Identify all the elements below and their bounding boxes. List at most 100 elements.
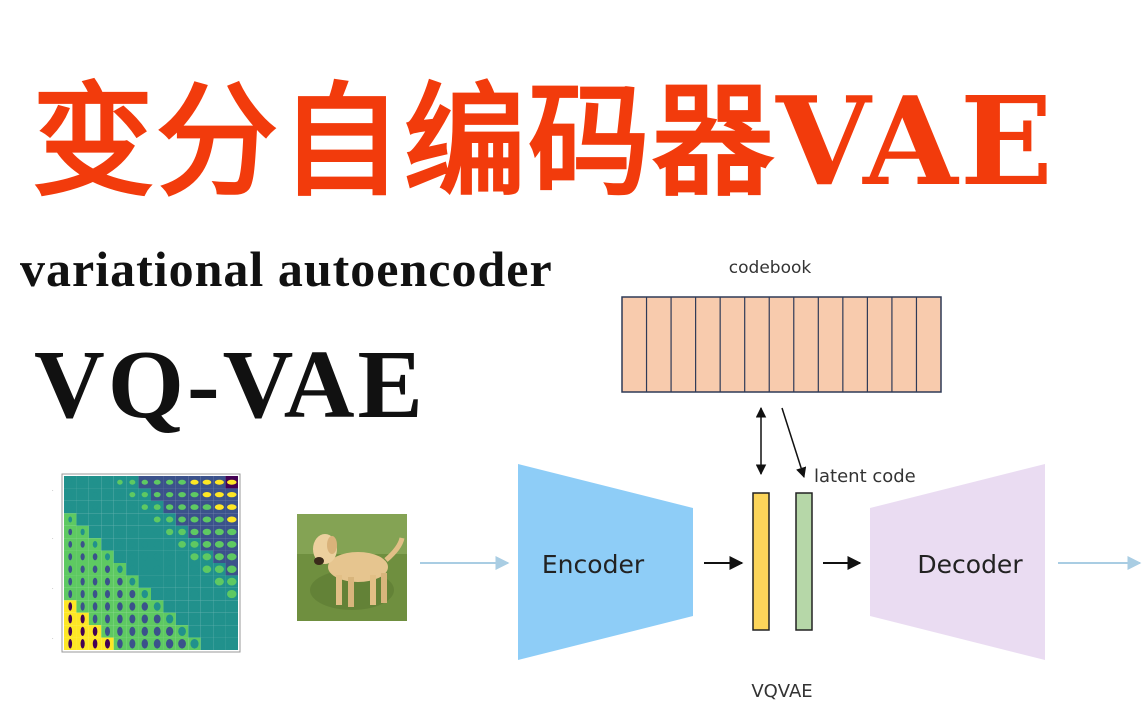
grid-cell-digit [68,565,73,573]
grid-cell-digit [129,479,136,485]
grid-cell-digit [92,602,98,611]
grid-cell-digit [141,602,148,611]
grid-cell-digit [68,577,73,586]
grid-cell-digit [190,540,199,548]
grid-cell-digit [153,553,161,561]
grid-cell-digit [227,577,237,586]
grid-cell-digit [166,589,174,599]
grid-cell-digit [92,626,98,636]
grid-cell-digit [178,516,186,523]
grid-cell-digit [68,528,73,536]
grid-cell-digit [227,540,237,548]
grid-cell-digit [153,565,161,573]
grid-cell-digit [190,479,199,485]
grid-cell-digit [104,491,111,498]
grid-cell-digit [166,626,174,636]
grid-cell-digit [153,540,161,548]
grid-cell-digit [166,491,174,498]
grid-cell-digit [80,565,85,573]
grid-cell-digit [178,565,186,573]
grid-tick: · [52,586,54,592]
grid-cell-digit [166,614,174,624]
grid-tick: · [52,636,54,642]
grid-cell-digit [92,577,98,586]
grid-cell-digit [214,516,224,523]
grid-cell-digit [214,479,224,485]
grid-cell-digit [68,491,73,498]
grid-cell-digit [227,638,237,649]
grid-cell-digit [178,504,186,510]
grid-cell-digit [68,626,73,636]
grid-cell-digit [92,491,98,498]
grid-cell-digit [166,540,174,548]
vq-vae-title: VQ-VAE [34,331,426,439]
grid-cell-digit [92,565,98,573]
grid-cell-digit [214,540,224,548]
grid-cell-digit [80,614,85,624]
grid-cell-digit [80,504,85,510]
grid-cell-digit [104,516,111,523]
grid-cell-digit [153,626,161,636]
grid-cell-digit [141,504,148,510]
grid-cell-digit [92,614,98,624]
grid-cell-digit [214,626,224,636]
grid-cell-digit [80,577,85,586]
grid-tick: · [52,488,54,494]
grid-cell-digit [190,491,199,498]
grid-cell-digit [202,504,212,510]
grid-cell-digit [141,589,148,599]
grid-cell-digit [202,565,212,573]
grid-cell-digit [178,540,186,548]
grid-cell-digit [141,491,148,498]
grid-cell-digit [214,504,224,510]
grid-cell-digit [178,626,186,636]
grid-cell-digit [80,491,85,498]
grid-cell-digit [178,614,186,624]
grid-cell-digit [68,516,73,523]
grid-cell-digit [214,553,224,561]
grid-cell-digit [104,626,111,636]
grid-cell-digit [166,553,174,561]
grid-cell-digit [104,553,111,561]
grid-cell-digit [68,602,73,611]
grid-cell-digit [92,479,98,485]
grid-cell-digit [92,638,98,649]
grid-cell-digit [80,602,85,611]
grid-cell-digit [227,565,237,573]
grid-cell-digit [178,638,186,649]
grid-cell-digit [202,540,212,548]
grid-cell-digit [117,491,123,498]
codebook-label: codebook [729,258,812,278]
grid-cell-digit [227,602,237,611]
grid-cell-digit [153,614,161,624]
grid-cell-digit [68,504,73,510]
grid-cell-digit [129,504,136,510]
grid-cell-digit [117,638,123,649]
grid-cell-digit [117,479,123,485]
latent-grid-cells [64,476,238,650]
grid-cell-digit [214,638,224,649]
grid-cell-digit [190,577,199,586]
grid-cell-digit [214,602,224,611]
grid-cell-digit [166,504,174,510]
grid-cell-digit [227,589,237,599]
grid-cell-digit [129,528,136,536]
grid-cell-digit [166,528,174,536]
grid-cell-digit [141,626,148,636]
grid-cell-digit [202,589,212,599]
grid-cell-digit [202,553,212,561]
encoder-block [518,464,693,660]
grid-cell-digit [190,589,199,599]
grid-cell-digit [227,626,237,636]
grid-cell-digit [104,540,111,548]
grid-cell-digit [227,553,237,561]
grid-cell-digit [166,479,174,485]
codebook-frame [621,296,942,393]
grid-cell-digit [68,638,73,649]
grid-cell-digit [153,577,161,586]
grid-cell-digit [190,504,199,510]
grid-cell-digit [190,553,199,561]
grid-cell-digit [129,540,136,548]
grid-cell-digit [178,479,186,485]
dog-photo [297,514,407,621]
